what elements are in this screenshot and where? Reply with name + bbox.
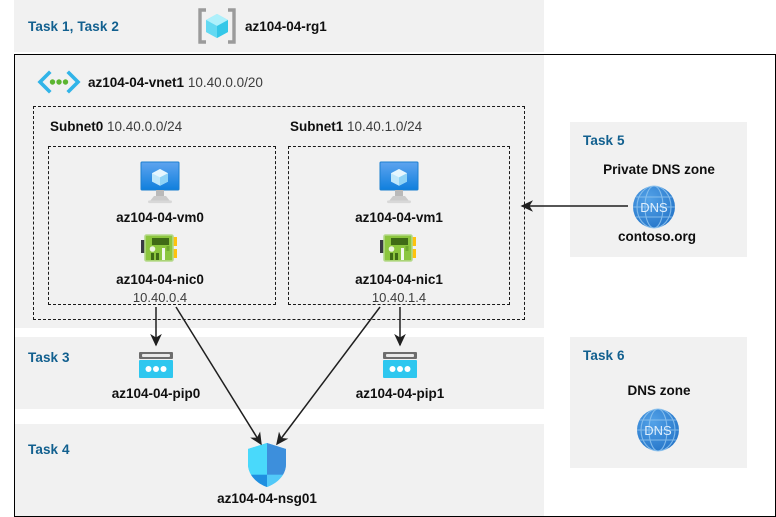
- network-interface-icon: [380, 232, 418, 266]
- vnet-title: az104-04-vnet1 10.40.0.0/20: [88, 75, 263, 90]
- vm1-name: az104-04-vm1: [355, 210, 443, 225]
- private-dns-name: contoso.org: [618, 229, 696, 244]
- subnet0-label: Subnet0: [50, 119, 104, 134]
- svg-text:DNS: DNS: [644, 423, 672, 438]
- task-label-5: Task 5: [583, 133, 625, 148]
- public-dns-title: DNS zone: [627, 383, 691, 398]
- pip0-name: az104-04-pip0: [111, 386, 201, 401]
- subnet1-label: Subnet1: [290, 119, 344, 134]
- public-ip-icon: [135, 350, 177, 382]
- pip1-name: az104-04-pip1: [355, 386, 445, 401]
- nic0-private-ip: 10.40.0.4: [132, 290, 188, 305]
- vnet-name: az104-04-vnet1: [88, 75, 185, 90]
- nic1-name: az104-04-nic1: [355, 272, 443, 287]
- task-label-3: Task 3: [28, 350, 70, 365]
- resource-group-icon: [196, 8, 238, 44]
- network-security-group-icon: [245, 442, 289, 488]
- nic1-private-ip: 10.40.1.4: [371, 290, 427, 305]
- public-ip-panel: [15, 337, 544, 409]
- resource-group-header-panel: [14, 0, 544, 52]
- vnet-address-space: 10.40.0.0/20: [187, 75, 263, 90]
- subnet0-cidr: 10.40.0.0/24: [107, 119, 183, 134]
- subnet1-box: [288, 146, 510, 305]
- vm0-name: az104-04-vm0: [116, 210, 204, 225]
- nsg-name: az104-04-nsg01: [217, 491, 317, 506]
- task-label-6: Task 6: [583, 348, 625, 363]
- subnet1-title: Subnet1 10.40.1.0/24: [290, 119, 422, 134]
- nic0-name: az104-04-nic0: [116, 272, 204, 287]
- task-label-4: Task 4: [28, 442, 70, 457]
- virtual-machine-icon: [136, 160, 184, 204]
- vnet-body-panel: [15, 55, 544, 328]
- virtual-machine-icon: [375, 160, 423, 204]
- private-dns-title: Private DNS zone: [603, 162, 715, 177]
- dns-zone-icon: DNS: [630, 183, 678, 231]
- public-ip-icon: [379, 350, 421, 382]
- subnet0-box: [48, 146, 276, 305]
- svg-text:DNS: DNS: [640, 200, 668, 215]
- subnet1-cidr: 10.40.1.0/24: [347, 119, 423, 134]
- dns-zone-icon: DNS: [634, 406, 682, 454]
- resource-group-name: az104-04-rg1: [245, 19, 327, 34]
- task-label-1-2: Task 1, Task 2: [28, 19, 119, 34]
- subnet0-title: Subnet0 10.40.0.0/24: [50, 119, 182, 134]
- virtual-network-icon: [36, 70, 82, 94]
- network-interface-icon: [141, 232, 179, 266]
